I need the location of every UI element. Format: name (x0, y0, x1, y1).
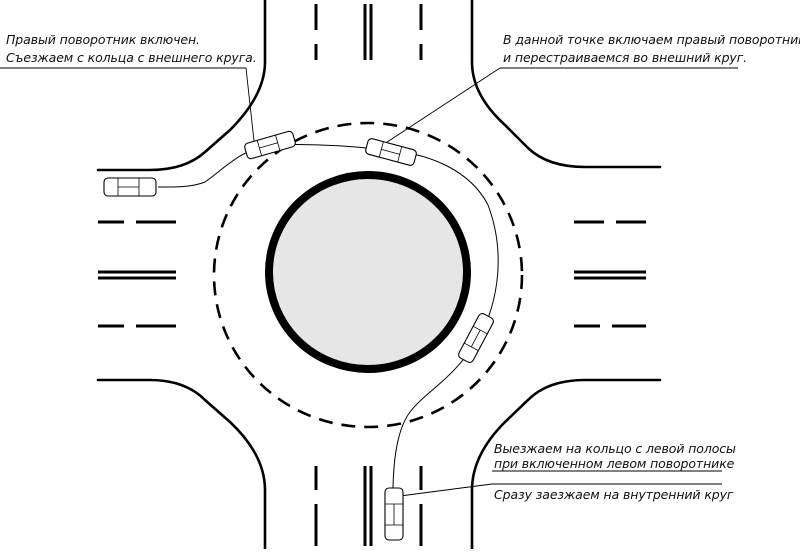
road-edge-top-right (470, 0, 662, 169)
road-edge-top-left (96, 0, 267, 172)
annotation-top-left-line1: Правый поворотник включен. (6, 32, 200, 47)
annotation-bottom-right-line2: при включенном левом поворотнике (494, 456, 735, 471)
car-exiting-outer (244, 130, 296, 160)
road-edges (96, 0, 662, 551)
leader-lines (0, 67, 738, 497)
lane-markings (98, 4, 646, 546)
car-exited-left (103, 177, 157, 197)
annotation-bottom-right-line1: Выезжаем на кольцо с левой полосы (494, 441, 736, 456)
annotation-top-left-line2: Съезжаем с кольца с внешнего круга. (6, 50, 257, 65)
road-edge-bottom-right (470, 378, 662, 551)
car-changing-lane (365, 138, 417, 166)
leader-top-left-pointer (245, 67, 255, 142)
central-island (265, 171, 471, 373)
road-edge-bottom-left (96, 378, 267, 551)
annotation-top-right-line1: В данной точке включаем правый поворотни… (503, 32, 800, 47)
leader-bottom-right-pointer (399, 483, 493, 497)
leader-top-right-pointer (377, 67, 501, 149)
car-inner-circle (458, 313, 494, 363)
car-entering-bottom (384, 487, 404, 541)
annotation-bottom-right-line3: Сразу заезжаем на внутренний круг (494, 487, 734, 502)
annotation-top-right-line2: и перестраиваемся во внешний круг. (503, 50, 748, 65)
roundabout-lane-divider-dashed (212, 121, 524, 429)
car-trajectory (157, 143, 499, 516)
